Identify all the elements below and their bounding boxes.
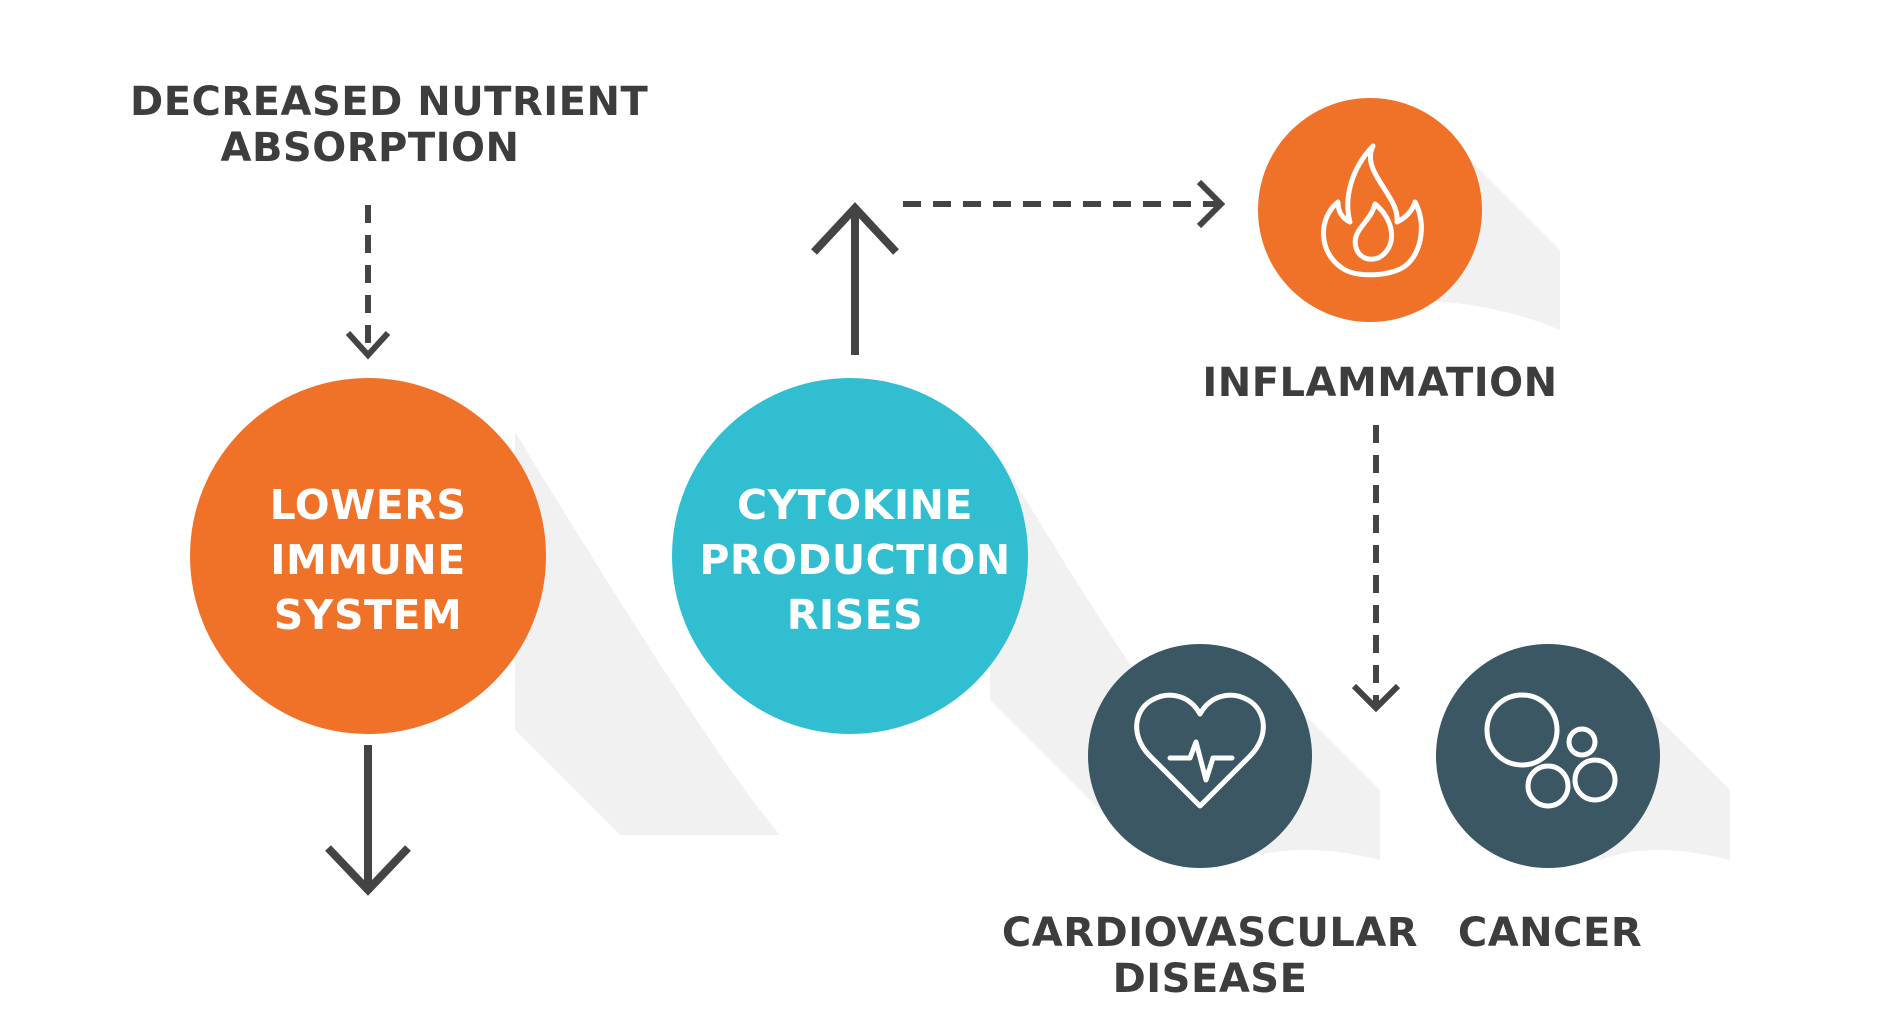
cancer-label: CANCER bbox=[1410, 910, 1690, 956]
nutrient-label-line-1: DECREASED NUTRIENT bbox=[130, 79, 649, 125]
nutrient-to-immune-arrow bbox=[345, 205, 391, 360]
cytokine-circle bbox=[672, 378, 1028, 734]
inflammation-label: INFLAMMATION bbox=[1180, 360, 1580, 406]
nutrient-label-line-2: ABSORPTION bbox=[220, 125, 520, 171]
immune-circle-shadow bbox=[515, 432, 780, 835]
cardio-label-line-1: CARDIOVASCULAR bbox=[1001, 910, 1419, 956]
cytokine-increase-arrow bbox=[811, 202, 899, 355]
flame-icon bbox=[1321, 143, 1424, 278]
heart-pulse-icon bbox=[1134, 692, 1266, 809]
cytokine-to-inflammation-arrow bbox=[903, 179, 1226, 229]
cardio-label-line-2: DISEASE bbox=[1112, 956, 1308, 1002]
immune-label-line-3: SYSTEM bbox=[273, 591, 463, 639]
cytokine-circle-shadow bbox=[990, 440, 1260, 830]
immune-decrease-arrow bbox=[325, 745, 411, 896]
cells-icon bbox=[1484, 692, 1618, 809]
inflammation-to-disease-arrow bbox=[1351, 425, 1401, 713]
cytokine-label: CYTOKINE PRODUCTION RISES bbox=[690, 478, 1020, 643]
cytokine-label-line-3: RISES bbox=[786, 591, 924, 639]
cytokine-label-line-2: PRODUCTION bbox=[699, 536, 1011, 584]
cytokine-label-line-1: CYTOKINE bbox=[737, 481, 973, 529]
cardio-label: CARDIOVASCULAR DISEASE bbox=[1000, 910, 1420, 1002]
immune-label-line-2: IMMUNE bbox=[270, 536, 466, 584]
immune-label: LOWERS IMMUNE SYSTEM bbox=[218, 478, 518, 643]
immune-circle bbox=[190, 378, 546, 734]
nutrient-label: DECREASED NUTRIENT ABSORPTION bbox=[130, 79, 649, 171]
inflammation-label-text: INFLAMMATION bbox=[1202, 360, 1558, 406]
immune-label-line-1: LOWERS bbox=[269, 481, 467, 529]
cancer-label-text: CANCER bbox=[1457, 910, 1643, 956]
